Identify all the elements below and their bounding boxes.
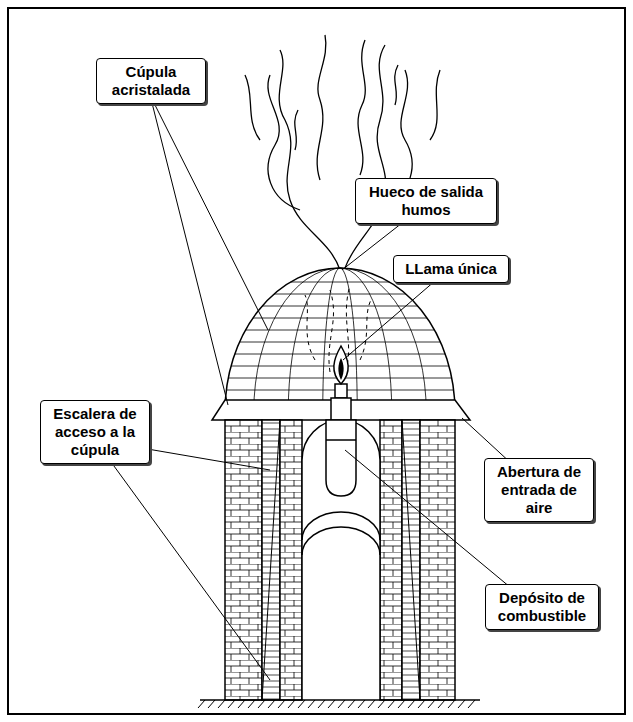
label-box: Cúpula acristalada xyxy=(96,58,206,104)
label-box: Escalera de acceso a la cúpula xyxy=(40,400,150,464)
label-text: Abertura de entrada de aire xyxy=(491,463,587,517)
leader-lines xyxy=(95,95,540,680)
label-box: Hueco de salida humos xyxy=(355,178,497,224)
tower xyxy=(225,420,455,700)
label-text: Cúpula acristalada xyxy=(103,63,199,99)
glazed-dome xyxy=(225,268,455,412)
fuel-tank xyxy=(326,384,356,496)
frame xyxy=(8,8,625,714)
label-box: Depósito de combustible xyxy=(485,584,599,630)
flame xyxy=(334,346,348,384)
label-text: Depósito de combustible xyxy=(492,589,592,625)
label-text: Escalera de acceso a la cúpula xyxy=(47,405,143,459)
label-text: Hueco de salida humos xyxy=(362,183,490,219)
ground xyxy=(198,700,480,708)
smoke xyxy=(245,35,440,270)
label-text: LLama única xyxy=(400,260,502,278)
label-box: Abertura de entrada de aire xyxy=(484,458,594,522)
label-box: LLama única xyxy=(393,255,509,283)
